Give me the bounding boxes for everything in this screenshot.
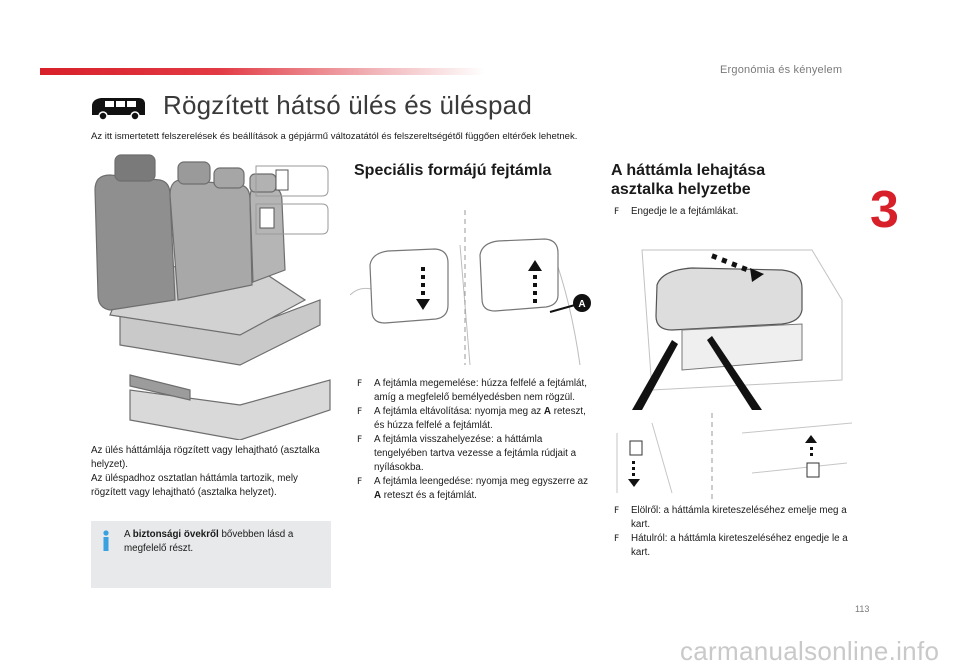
page-title: Rögzített hátsó ülés és üléspad [163,90,532,120]
chapter-number: 3 [870,181,899,239]
info-bold: biztonsági övekről [132,529,219,540]
list-item-text: A fejtámla eltávolítása: nyomja meg az [374,406,544,417]
vehicle-layout-icon [255,165,329,235]
rear-seat-illustration [94,154,331,440]
seat-description-line-2: Az üléspadhoz osztatlan háttámla tartozi… [91,473,298,498]
header-accent-bar [40,68,485,75]
list-item-text: reteszt, és húzza felfelé a fejtámlát. [374,406,586,431]
info-suffix: bővebben lásd a megfelelő részt. [124,529,294,554]
marker-ref: A [543,406,551,417]
info-box [91,521,331,588]
headrest-section-title: Speciális formájú fejtámla [354,162,552,179]
fold-bullet-list-bottom: Elölről: a háttámla kireteszeléséhez eme… [614,504,854,560]
fold-bullet-list-top: Engedje le a fejtámlákat. [614,205,854,219]
seatback-lever-illustration [616,413,853,503]
info-prefix: A [124,529,133,540]
seat-description-line-1: Az ülés háttámlája rögzített vagy lehajt… [91,445,320,470]
list-item: Engedje le a fejtámlákat. [614,205,854,219]
list-item: A fejtámla visszahelyezése: a háttámla t… [357,433,589,475]
headrest-illustration: A [350,210,591,366]
list-item-text: reteszt és a fejtámlát. [381,490,477,501]
list-item: A fejtámla megemelése: húzza felfelé a f… [357,377,589,405]
list-item: A fejtámla leengedése: nyomja meg egysze… [357,475,589,503]
table-section-title: A háttámla lehajtása asztalka helyzetbe [611,162,766,198]
list-item: Elölről: a háttámla kireteszeléséhez eme… [614,504,854,532]
headrest-bullet-list: A fejtámla megemelése: húzza felfelé a f… [357,377,589,503]
info-icon [103,530,109,551]
page-number: 113 [855,604,870,614]
marker-ref: A [374,490,382,501]
section-header: Ergonómia és kényelem [720,64,843,76]
van-icon [92,98,145,121]
info-text: A biztonsági övekről bővebben lásd a meg… [124,528,324,556]
watermark: carmanualsonline.info [680,636,940,666]
list-item-text: A fejtámla leengedése: nyomja meg egysze… [374,476,589,487]
list-item: A fejtámla eltávolítása: nyomja meg az A… [357,405,589,433]
intro-text: Az itt ismertetett felszerelések és beál… [91,131,578,142]
list-item: Hátulról: a háttámla kireteszeléséhez en… [614,532,854,560]
seat-description: Az ülés háttámlája rögzített vagy lehajt… [91,444,331,500]
marker-label-a: A [578,299,585,310]
seatback-fold-illustration [632,249,843,410]
